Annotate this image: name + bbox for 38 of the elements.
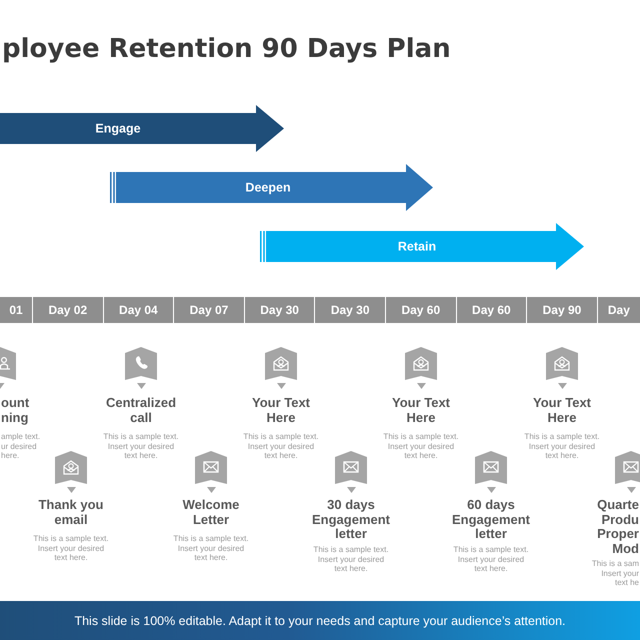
day-header-cell: Day 07 <box>174 297 244 323</box>
step-title: Welcome Letter <box>182 498 240 527</box>
day-header-cell: Day 30 <box>315 297 385 323</box>
step-description: This is a sample text. Insert your desired text here. <box>243 432 319 461</box>
step-description: This is a sample text. Insert your desired text here. <box>33 534 109 563</box>
step-title: Centralized call <box>106 396 176 425</box>
footer-banner: This slide is 100% editable. Adapt it to your needs and capture your audience’s attention. <box>0 601 640 640</box>
step-title: Thank you email <box>38 498 104 527</box>
step-description: This is a sample text. Insert your desired text here. <box>453 545 529 574</box>
day-header-cell: 01 <box>0 297 32 323</box>
day-header-cell: Day 60 <box>386 297 456 323</box>
step-title: 30 days Engagement letter <box>312 498 390 542</box>
phase-arrow <box>110 164 433 211</box>
step-description: This is a sample text. Insert your desired text here. <box>383 432 459 461</box>
step-description: This is a sample text. Insert your desired text here. <box>173 534 249 563</box>
phase-arrow <box>260 223 584 270</box>
day-header-cell: Day 30 <box>244 297 314 323</box>
step-description: ample text. ur desired here. <box>1 432 40 461</box>
phase-label: Engage <box>95 121 141 136</box>
step-title: ount ning <box>1 396 30 425</box>
step-description: This is a sam Insert your text he <box>592 559 639 588</box>
step-description: This is a sample text. Insert your desired text here. <box>524 432 600 461</box>
step-description: This is a sample text. Insert your desired text here. <box>313 545 389 574</box>
phase-arrow <box>0 105 284 152</box>
step-title: Quarte Produ Proper Mod <box>597 498 639 556</box>
step-title: 60 days Engagement letter <box>452 498 530 542</box>
slide-title: ployee Retention 90 Days Plan <box>2 33 451 65</box>
day-header-cell: Day 04 <box>104 297 174 323</box>
day-header-cell: Day 90 <box>527 297 597 323</box>
step-title: Your Text Here <box>392 396 450 425</box>
phase-label: Deepen <box>245 180 291 195</box>
step-description: This is a sample text. Insert your desired text here. <box>103 432 179 461</box>
step-title: Your Text Here <box>252 396 310 425</box>
step-title: Your Text Here <box>532 396 592 425</box>
phase-label: Retain <box>398 239 436 254</box>
day-header-cell: Day <box>598 297 640 323</box>
day-header-cell: Day 02 <box>33 297 103 323</box>
day-header-cell: Day 60 <box>456 297 526 323</box>
